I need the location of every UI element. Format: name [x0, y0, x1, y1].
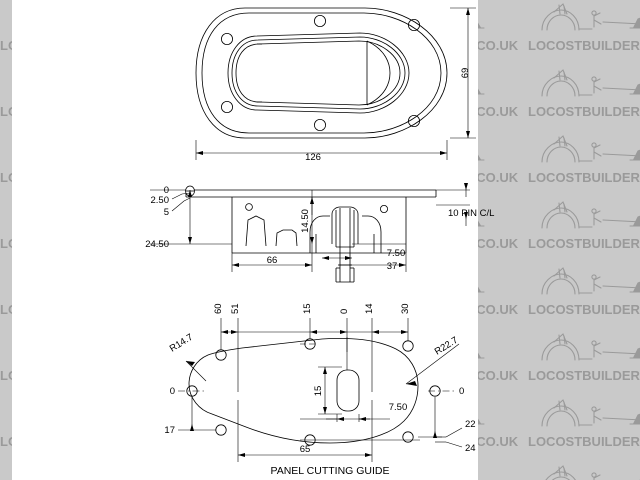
label-24: 24 — [465, 443, 476, 454]
label-30: 30 — [400, 303, 411, 314]
label-2-50: 2.50 — [151, 195, 170, 206]
dim-126: 126 — [305, 152, 321, 163]
top-view-dimensions — [195, 7, 476, 160]
label-24-50: 24.50 — [145, 239, 169, 250]
label-7-50-section: 7.50 — [387, 248, 406, 259]
label-0-section: 0 — [164, 185, 169, 196]
label-5: 5 — [164, 207, 169, 218]
panel-guide-dimensions — [178, 318, 463, 462]
label-65: 65 — [300, 444, 311, 455]
label-0-right: 0 — [459, 386, 464, 397]
panel-cutting-guide-caption: PANEL CUTTING GUIDE — [270, 465, 389, 477]
section-view-geometry — [185, 185, 437, 283]
label-10-pin-cl: 10 PIN C/L — [448, 208, 494, 219]
section-view-dimensions — [150, 183, 470, 272]
top-view-geometry — [195, 7, 448, 139]
label-0-left: 0 — [170, 386, 175, 397]
dim-69: 69 — [460, 68, 471, 79]
label-37: 37 — [387, 261, 398, 272]
label-0-top: 0 — [339, 309, 350, 314]
label-60: 60 — [213, 303, 224, 314]
label-17: 17 — [164, 425, 175, 436]
label-r22-7: R22.7 — [433, 335, 460, 358]
label-15-top: 15 — [302, 303, 313, 314]
label-7-50-slot: 7.50 — [389, 402, 408, 413]
label-14-50: 14.50 — [300, 209, 311, 233]
drawing-paper — [12, 0, 478, 480]
label-14: 14 — [364, 303, 375, 314]
label-22: 22 — [465, 419, 476, 430]
label-51: 51 — [230, 303, 241, 314]
label-r14-7: R14.7 — [168, 332, 195, 355]
label-66: 66 — [267, 255, 278, 266]
label-15-slot: 15 — [313, 386, 324, 397]
